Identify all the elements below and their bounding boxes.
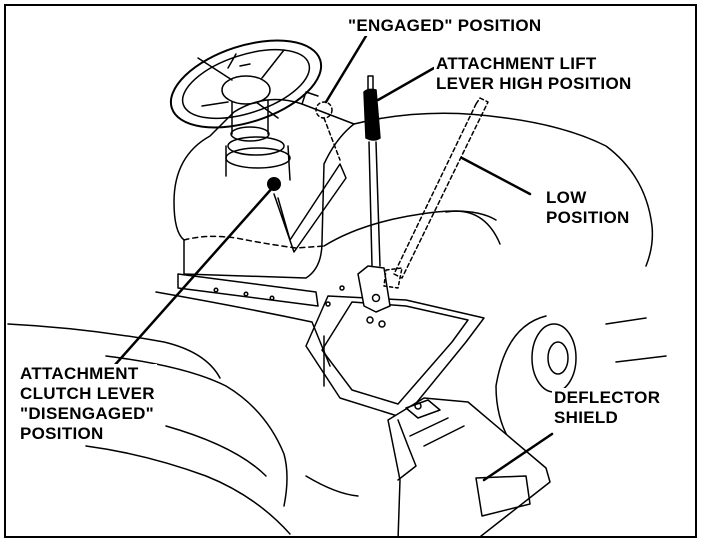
label-low-position: LOW POSITION <box>544 188 632 228</box>
label-clutch-lever-disengaged: ATTACHMENT CLUTCH LEVER "DISENGAGED" POS… <box>18 364 157 444</box>
dash-console <box>173 91 355 307</box>
clutch-lever-marker-dot <box>267 177 281 191</box>
leader-lines <box>112 34 554 482</box>
label-deflector-shield: DEFLECTOR SHIELD <box>552 388 663 428</box>
leader-clutch <box>112 184 276 368</box>
leader-engaged <box>324 34 368 104</box>
tractor-illustration <box>7 34 667 536</box>
label-engaged-position: "ENGAGED" POSITION <box>346 16 544 36</box>
label-lift-lever-high: ATTACHMENT LIFT LEVER HIGH POSITION <box>434 54 634 94</box>
leader-lift <box>376 66 436 102</box>
attachment-lift-lever <box>325 75 489 328</box>
steering-column <box>225 99 291 181</box>
deflector-shield <box>387 397 551 536</box>
diagram-frame: "ENGAGED" POSITION ATTACHMENT LIFT LEVER… <box>4 4 697 538</box>
leader-deflector <box>482 432 554 482</box>
leader-low <box>460 156 532 196</box>
steering-wheel <box>169 39 323 129</box>
